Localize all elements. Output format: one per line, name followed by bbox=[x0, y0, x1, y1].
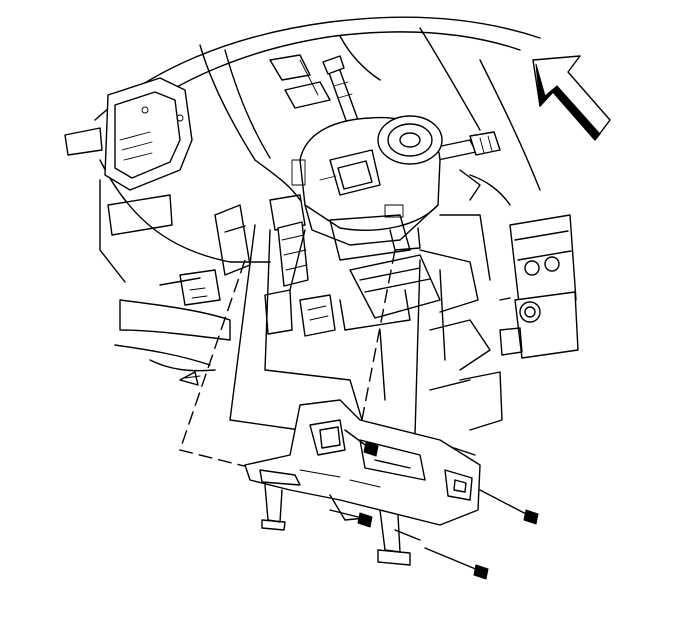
steering-column-housing bbox=[291, 115, 443, 251]
turn-signal-lever-stalk bbox=[322, 55, 359, 127]
exploded-view-leader-lines bbox=[179, 224, 476, 471]
mounting-bolt-3 bbox=[329, 509, 373, 528]
mounting-bolt-4 bbox=[424, 547, 489, 580]
mounting-bolt-1 bbox=[344, 429, 379, 457]
wiper-lever-stalk bbox=[431, 131, 501, 161]
under-dash-structure bbox=[114, 194, 503, 431]
mounting-bolt-2 bbox=[479, 489, 539, 525]
knee-bolster-bracket bbox=[244, 399, 481, 566]
center-radio-hvac-stack bbox=[499, 214, 579, 359]
front-direction-arrow-icon bbox=[532, 55, 611, 141]
left-side-vent-bezel bbox=[64, 77, 193, 283]
